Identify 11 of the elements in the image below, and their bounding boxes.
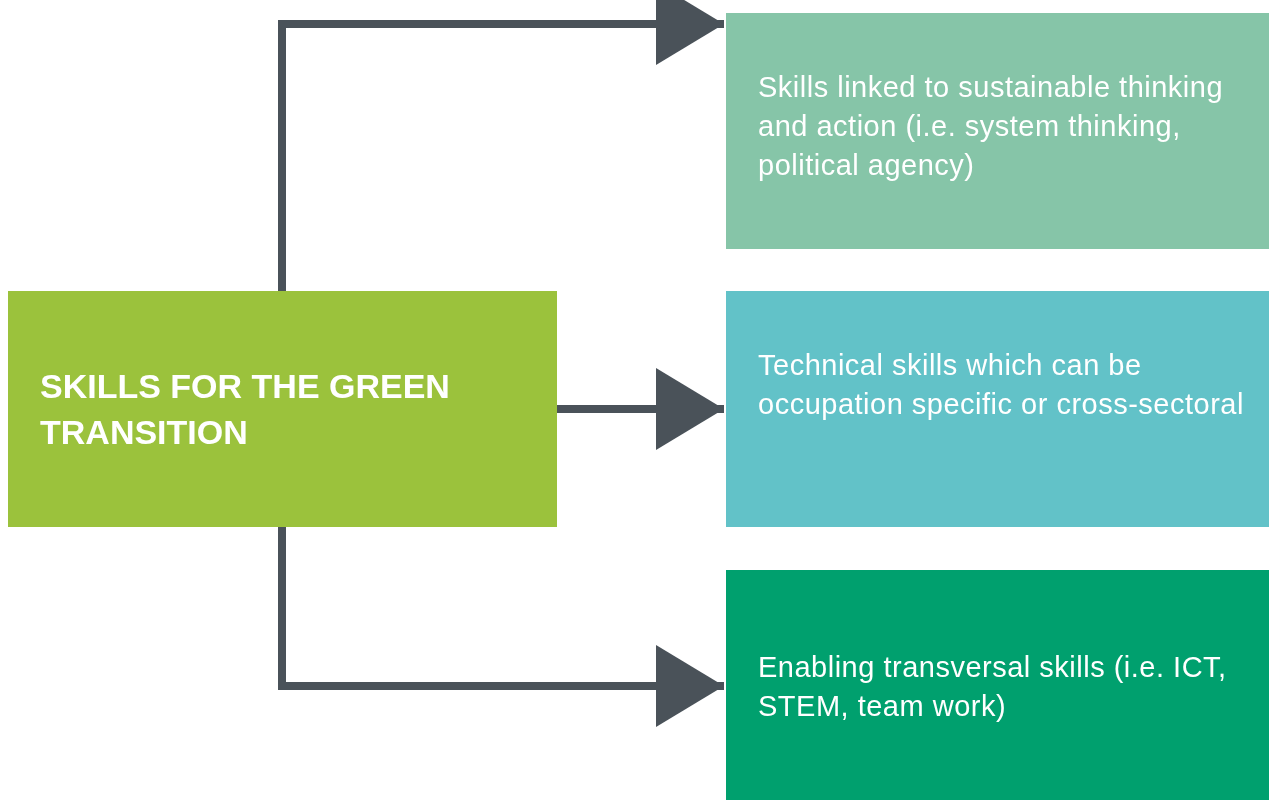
arrow [278,0,724,291]
skill-box [726,291,1269,527]
skill-box [726,570,1269,800]
skill-text: Technical skills which can be occupation specific or cross-sectoral [758,348,1245,422]
skill-text: Enabling transversal skills (i.e. ICT, STEM, team work) [758,650,1228,724]
title-box [8,291,557,527]
arrow [557,368,724,450]
skill-text: Skills linked to sustainable thinking and action (i.e. system thinking, political agency) [758,70,1225,183]
skill-box [726,13,1269,249]
title-text: SKILLS FOR THE GREEN TRANSITION [40,366,451,453]
arrow [278,527,724,727]
